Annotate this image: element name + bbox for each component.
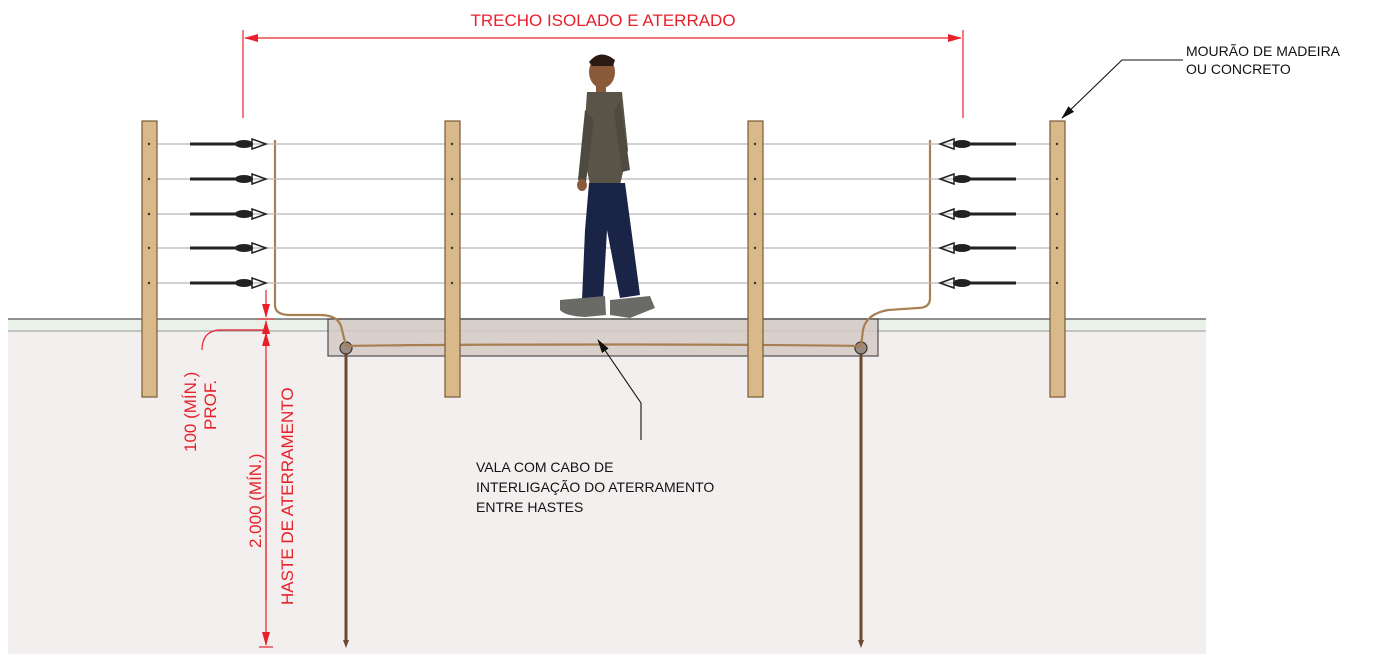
grounding-rod-right: [854, 341, 868, 648]
post-4: [1049, 120, 1066, 398]
rod-name-label: HASTE DE ATERRAMENTO: [278, 387, 297, 605]
fence-posts: [141, 120, 1066, 398]
rod-length-dimension: [259, 332, 273, 648]
ground-section: [8, 330, 1206, 654]
diagram-title: TRECHO ISOLADO E ATERRADO: [470, 11, 735, 30]
trench-callout-leader: [597, 339, 642, 440]
ground-lead-left: [273, 140, 348, 347]
person-figure: [560, 54, 655, 318]
insulators-right: [937, 137, 1016, 290]
trench-callout-line1: VALA COM CABO DE: [476, 459, 613, 475]
post-1: [141, 120, 158, 398]
post-callout-line2: OU CONCRETO: [1186, 61, 1291, 77]
isolated-section-dimension: [242, 30, 964, 118]
rod-length-value-label: 2.000 (MÍN.): [246, 454, 265, 548]
trench-callout-line3: ENTRE HASTES: [476, 499, 583, 515]
ground-lead-right: [859, 140, 932, 347]
post-3: [747, 120, 764, 398]
trench: [327, 318, 879, 357]
post-callout-line1: MOURÃO DE MADEIRA: [1186, 43, 1341, 59]
depth-prof-label: PROF.: [201, 380, 220, 430]
insulators-left: [190, 137, 269, 290]
depth-value-label: 100 (MÍN.): [181, 372, 200, 452]
post-2: [444, 120, 461, 398]
post-callout-leader: [1061, 59, 1183, 119]
trench-callout-line2: INTERLIGAÇÃO DO ATERRAMENTO: [476, 479, 714, 495]
